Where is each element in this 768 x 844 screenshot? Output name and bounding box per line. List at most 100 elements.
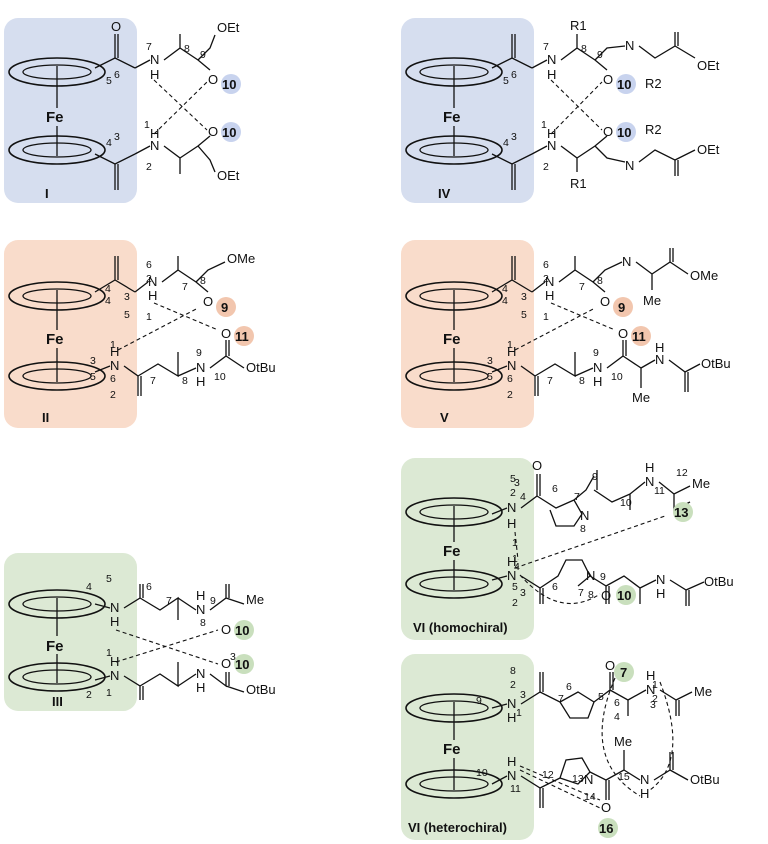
atom-number: 10 bbox=[214, 371, 226, 383]
atom-number: 2 bbox=[507, 389, 513, 401]
nitrogen-atom: N bbox=[625, 38, 634, 53]
oxygen-atom: O bbox=[221, 326, 231, 341]
panel-caption: IV bbox=[438, 186, 451, 201]
iron-label: Fe bbox=[46, 638, 64, 655]
atom-number: 7 bbox=[146, 41, 152, 53]
atom-number: 2 bbox=[110, 389, 116, 401]
nitrogen-atom: N bbox=[196, 602, 205, 617]
atom-number: 3 bbox=[514, 477, 520, 489]
atom-number: 5 bbox=[90, 371, 96, 383]
nitrogen-atom: N bbox=[507, 358, 516, 373]
nitrogen-atom: N bbox=[507, 568, 516, 583]
ring-size-label: 10 bbox=[617, 77, 631, 92]
atom-number: 5 bbox=[510, 473, 516, 485]
atom-number: 8 bbox=[510, 665, 516, 677]
hydrogen-atom: H bbox=[507, 754, 516, 769]
iron-label: Fe bbox=[443, 331, 461, 348]
r1-group: R1 bbox=[570, 176, 587, 191]
atom-number: 7 bbox=[574, 491, 580, 503]
atom-number: 13 bbox=[572, 773, 584, 785]
atom-number: 8 bbox=[580, 523, 586, 535]
ethoxy-group: OEt bbox=[697, 58, 720, 73]
atom-number: 6 bbox=[614, 697, 620, 709]
atom-number: 3 bbox=[511, 131, 517, 143]
panel-V: Fe V N H O N OMe Me N H N H O N H Me OtB… bbox=[401, 240, 731, 428]
atom-number: 6 bbox=[507, 373, 513, 385]
hydrogen-atom: H bbox=[646, 668, 655, 683]
atom-number: 4 bbox=[502, 283, 508, 295]
atom-number: 1 bbox=[652, 679, 658, 691]
nitrogen-atom: N bbox=[507, 500, 516, 515]
methyl-group: Me bbox=[614, 734, 632, 749]
panel-IV-background bbox=[401, 18, 534, 203]
atom-number: 10 bbox=[476, 767, 488, 779]
atom-number: 10 bbox=[620, 497, 632, 509]
atom-number: 4 bbox=[105, 295, 111, 307]
atom-number: 5 bbox=[503, 75, 509, 87]
atom-number: 8 bbox=[581, 43, 587, 55]
panel-II-background bbox=[4, 240, 137, 428]
nitrogen-atom: N bbox=[148, 274, 157, 289]
atom-number: 9 bbox=[593, 347, 599, 359]
tert-butoxy-group: OtBu bbox=[246, 360, 276, 375]
atom-number: 4 bbox=[514, 561, 520, 573]
ring-size-label: 9 bbox=[618, 300, 625, 315]
atom-number: 6 bbox=[566, 681, 572, 693]
atom-number: 2 bbox=[510, 679, 516, 691]
atom-number: 8 bbox=[200, 275, 206, 287]
atom-number: 5 bbox=[521, 309, 527, 321]
hydrogen-atom: H bbox=[645, 460, 654, 475]
ring-size-label: 16 bbox=[599, 821, 613, 836]
atom-number: 1 bbox=[146, 311, 152, 323]
atom-number: 5 bbox=[124, 309, 130, 321]
panel-caption: V bbox=[440, 410, 449, 425]
hydrogen-atom: H bbox=[110, 614, 119, 629]
panel-VI-homochiral: Fe VI (homochiral) N H O N N H Me N H N … bbox=[401, 458, 734, 640]
hydrogen-atom: H bbox=[655, 340, 664, 355]
tert-butoxy-group: OtBu bbox=[246, 682, 276, 697]
tert-butoxy-group: OtBu bbox=[704, 574, 734, 589]
panel-V-background bbox=[401, 240, 534, 428]
panel-caption: I bbox=[45, 186, 49, 201]
atom-number: 15 bbox=[618, 771, 630, 783]
tert-butoxy-group: OtBu bbox=[690, 772, 720, 787]
atom-number: 2 bbox=[146, 161, 152, 173]
atom-number: 8 bbox=[182, 375, 188, 387]
atom-number: 11 bbox=[654, 485, 665, 497]
hydrogen-atom: H bbox=[148, 288, 157, 303]
hydrogen-atom: H bbox=[656, 586, 665, 601]
atom-number: 3 bbox=[520, 689, 526, 701]
atom-number: 4 bbox=[503, 137, 509, 149]
atom-number: 3 bbox=[124, 291, 130, 303]
iron-label: Fe bbox=[443, 109, 461, 126]
hydrogen-atom: H bbox=[110, 344, 119, 359]
ethoxy-group: OEt bbox=[217, 20, 240, 35]
ring-size-label: 9 bbox=[221, 300, 228, 315]
ring-size-label: 10 bbox=[617, 125, 631, 140]
atom-number: 3 bbox=[230, 651, 236, 663]
atom-number: 9 bbox=[200, 49, 206, 61]
atom-number: 8 bbox=[200, 617, 206, 629]
methyl-group: Me bbox=[632, 390, 650, 405]
atom-number: 6 bbox=[552, 483, 558, 495]
panel-IV: Fe IV N H R1 O N R2 OEt N H R1 O N R2 OE… bbox=[401, 18, 720, 203]
methyl-group: Me bbox=[246, 592, 264, 607]
atom-number: 2 bbox=[512, 597, 518, 609]
hydrogen-atom: H bbox=[547, 67, 556, 82]
ring-size-label: 10 bbox=[617, 588, 631, 603]
hydrogen-atom: H bbox=[196, 374, 205, 389]
oxygen-atom: O bbox=[600, 294, 610, 309]
iron-label: Fe bbox=[443, 741, 461, 758]
panel-VI-homochiral-background bbox=[401, 458, 534, 640]
atom-number: 7 bbox=[579, 281, 585, 293]
nitrogen-atom: N bbox=[547, 138, 556, 153]
atom-number: 4 bbox=[105, 283, 111, 295]
atom-number: 2 bbox=[543, 273, 549, 285]
oxygen-atom: O bbox=[605, 658, 615, 673]
oxygen-atom: O bbox=[601, 588, 611, 603]
atom-number: 7 bbox=[547, 375, 553, 387]
atom-number: 4 bbox=[502, 295, 508, 307]
atom-number: 9 bbox=[597, 49, 603, 61]
nitrogen-atom: N bbox=[655, 352, 664, 367]
hydrogen-atom: H bbox=[110, 654, 119, 669]
